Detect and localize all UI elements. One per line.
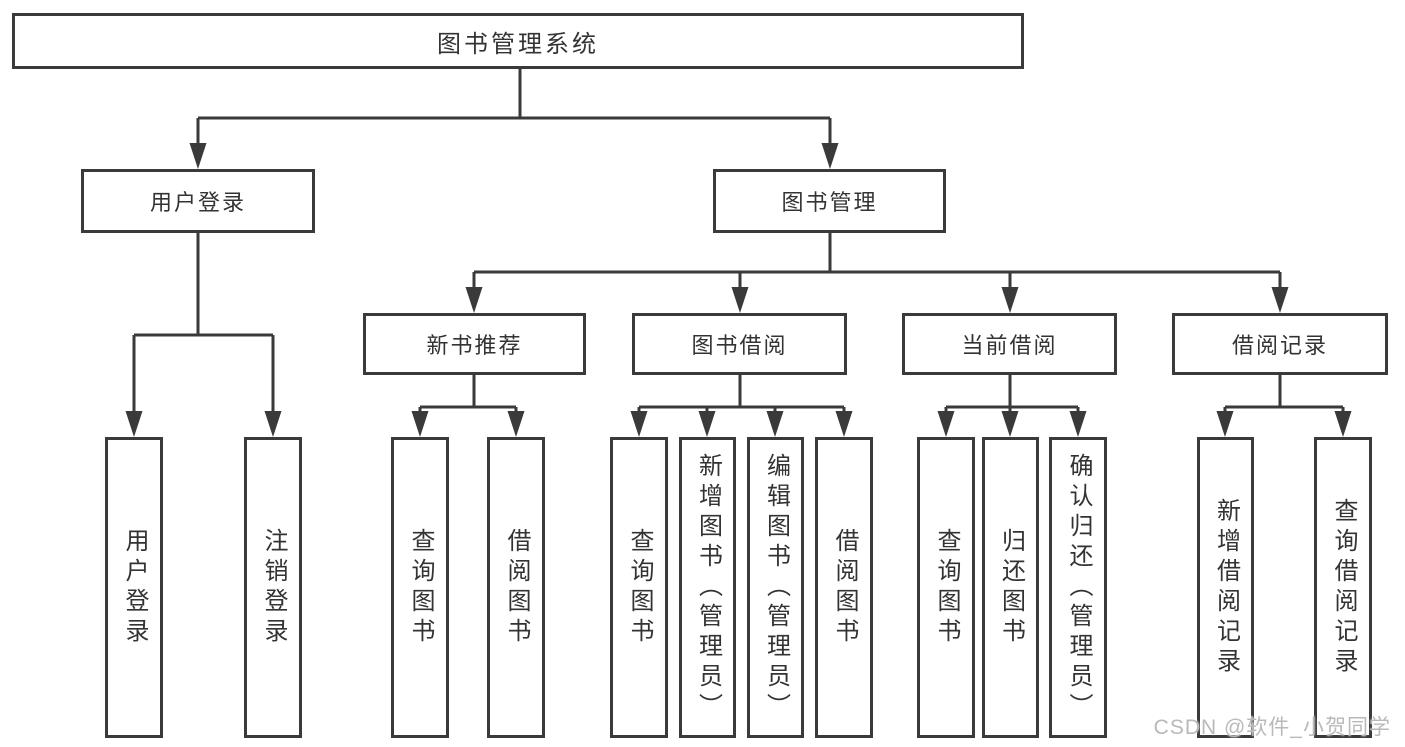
arrow-down-icon bbox=[698, 411, 716, 437]
arrow-down-icon bbox=[821, 143, 839, 169]
node-new-book-recommend: 新书推荐 bbox=[363, 313, 586, 375]
arrow-down-icon bbox=[630, 411, 648, 437]
leaf-query-books-3: 查询图书 bbox=[917, 437, 975, 738]
arrow-down-icon bbox=[1069, 411, 1087, 437]
arrow-down-icon bbox=[264, 411, 282, 437]
leaf-query-books-2: 查询图书 bbox=[610, 437, 668, 738]
watermark-text: CSDN @软件_小贺同学 bbox=[1153, 716, 1391, 739]
arrow-down-icon bbox=[1001, 287, 1019, 313]
node-user-login: 用户登录 bbox=[81, 169, 315, 233]
connector-user-login bbox=[132, 233, 275, 418]
node-book-borrow: 图书借阅 bbox=[632, 313, 847, 375]
leaf-borrow-books-1: 借阅图书 bbox=[487, 437, 545, 738]
leaf-user-login: 用户登录 bbox=[105, 437, 163, 738]
leaf-confirm-return-admin: 确认归还（管理员） bbox=[1049, 437, 1107, 738]
arrow-down-icon bbox=[125, 411, 143, 437]
connector-current-borrow bbox=[944, 375, 1080, 416]
connector-book-borrow bbox=[637, 375, 846, 416]
leaf-logout: 注销登录 bbox=[244, 437, 302, 738]
arrow-down-icon bbox=[835, 411, 853, 437]
connector-root bbox=[196, 66, 832, 148]
arrow-down-icon bbox=[465, 287, 483, 313]
connector-borrow-records bbox=[1223, 375, 1345, 416]
arrow-down-icon bbox=[411, 411, 429, 437]
arrow-down-icon bbox=[731, 287, 749, 313]
arrow-down-icon bbox=[937, 411, 955, 437]
arrow-down-icon bbox=[1334, 411, 1352, 437]
leaf-borrow-books-2: 借阅图书 bbox=[815, 437, 873, 738]
leaf-return-books: 归还图书 bbox=[982, 437, 1039, 738]
arrow-down-icon bbox=[766, 411, 784, 437]
arrow-down-icon bbox=[507, 411, 525, 437]
arrow-down-icon bbox=[1001, 411, 1019, 437]
leaf-query-borrow-record: 查询借阅记录 bbox=[1314, 437, 1372, 738]
node-root: 图书管理系统 bbox=[12, 13, 1024, 69]
node-current-borrow: 当前借阅 bbox=[902, 313, 1117, 375]
connector-book-mgmt bbox=[472, 233, 1282, 295]
node-borrow-records: 借阅记录 bbox=[1172, 313, 1388, 375]
arrow-down-icon bbox=[189, 143, 207, 169]
arrow-down-icon bbox=[1216, 411, 1234, 437]
connector-new-book bbox=[418, 375, 518, 416]
arrow-down-icon bbox=[1271, 287, 1289, 313]
leaf-add-books-admin: 新增图书（管理员） bbox=[679, 437, 736, 738]
leaf-edit-books-admin: 编辑图书（管理员） bbox=[747, 437, 804, 738]
leaf-add-borrow-record: 新增借阅记录 bbox=[1197, 437, 1254, 738]
node-book-management: 图书管理 bbox=[713, 169, 946, 233]
leaf-query-books-1: 查询图书 bbox=[391, 437, 449, 738]
